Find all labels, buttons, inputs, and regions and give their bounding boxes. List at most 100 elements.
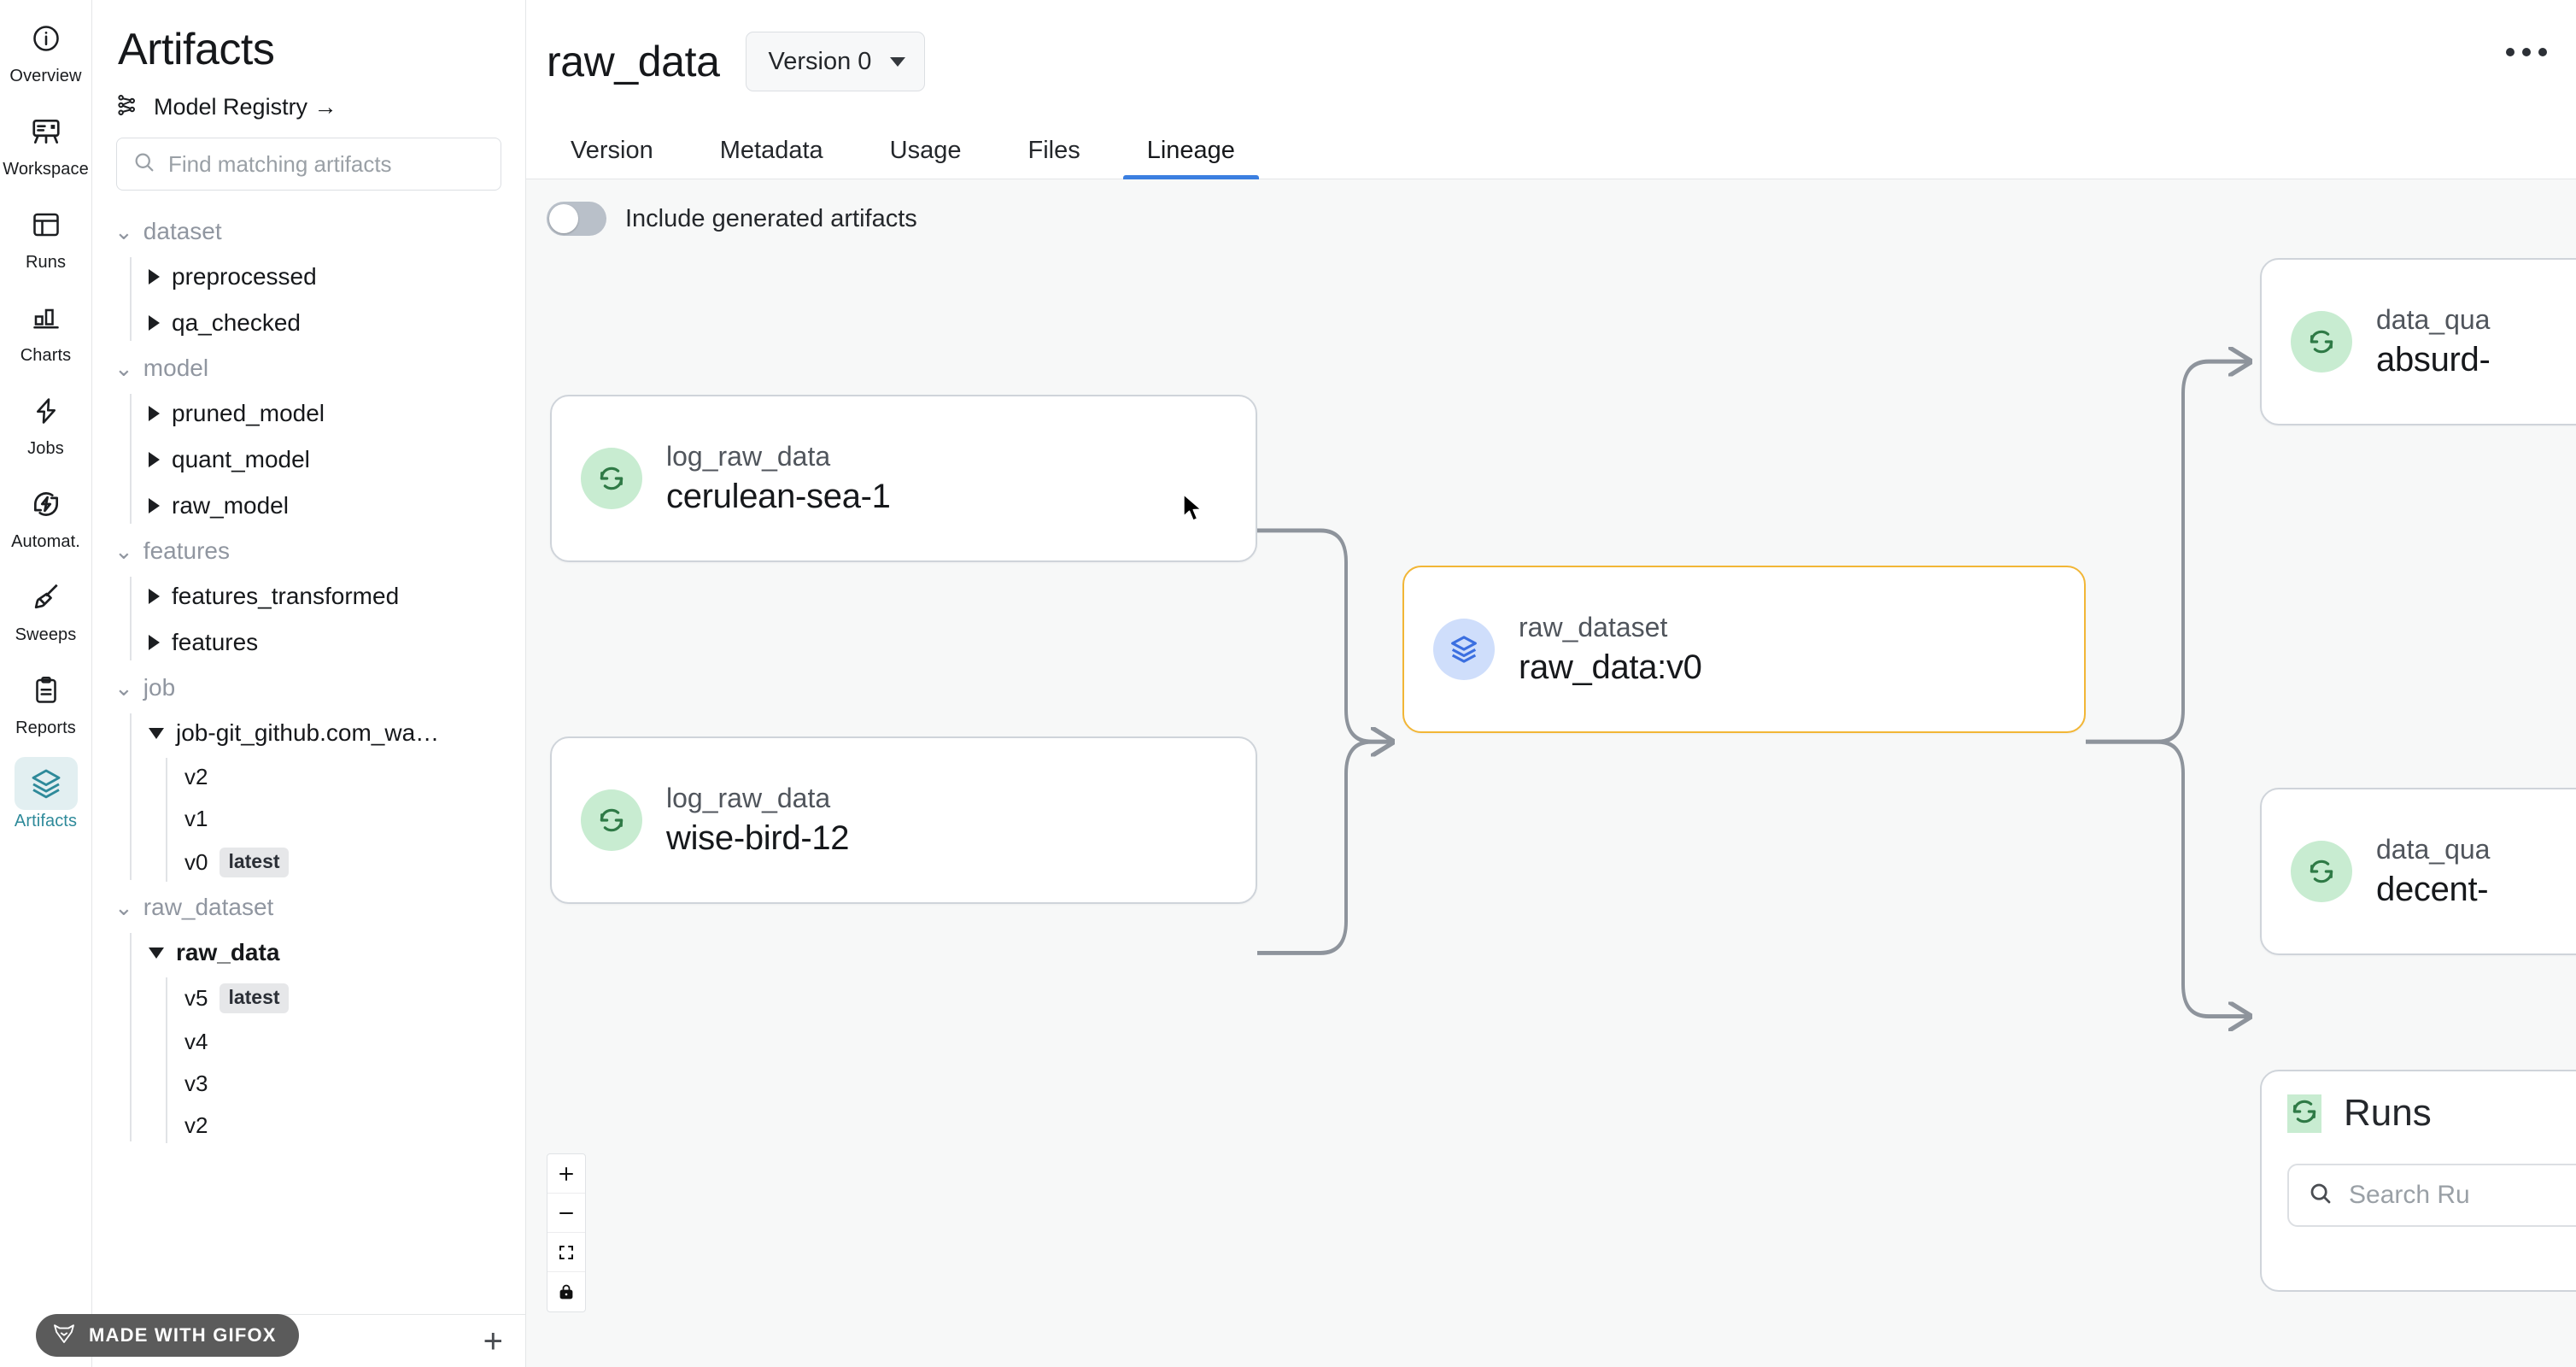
tree-item-features[interactable]: features (130, 619, 525, 666)
tree-item-quant-model[interactable]: quant_model (130, 437, 525, 483)
toggle-label: Include generated artifacts (625, 204, 917, 232)
artifact-header: raw_data Version 0 (526, 0, 2576, 123)
tree-item-features-transformed[interactable]: features_transformed (130, 573, 525, 619)
zoom-in-icon[interactable] (547, 1154, 585, 1194)
fit-view-icon[interactable] (547, 1233, 585, 1272)
chevron-right-icon (149, 635, 160, 650)
search-icon (2308, 1181, 2333, 1211)
page-title: Artifacts (118, 25, 275, 74)
artifact-search-box[interactable] (116, 138, 501, 191)
tab-version[interactable]: Version (571, 137, 653, 164)
version-item[interactable]: v5 latest (166, 976, 525, 1021)
node-texts: log_raw_data cerulean-sea-1 (666, 441, 891, 516)
node-name: cerulean-sea-1 (666, 478, 891, 515)
lineage-node-run[interactable]: log_raw_data wise-bird-12 (550, 736, 1257, 904)
tree-item-label: raw_model (172, 492, 289, 519)
rail-item-runs[interactable]: Runs (3, 198, 89, 273)
chevron-down-icon (149, 727, 164, 739)
version-label: v2 (184, 764, 208, 789)
tree-item-pruned-model[interactable]: pruned_model (130, 390, 525, 437)
tab-files[interactable]: Files (1027, 137, 1080, 164)
tree-group-job[interactable]: ⌄ job (92, 666, 525, 710)
tree-item-preprocessed[interactable]: preprocessed (130, 254, 525, 300)
rail-label: Overview (9, 67, 82, 85)
rail-item-jobs[interactable]: Jobs (3, 384, 89, 459)
tree-item-raw-data[interactable]: raw_data (130, 930, 525, 976)
node-texts: data_qua decent- (2376, 834, 2490, 909)
tree-group-raw-dataset[interactable]: ⌄ raw_dataset (92, 885, 525, 930)
runs-search-box[interactable]: Search Ru (2287, 1164, 2576, 1227)
add-artifact-button[interactable]: + (483, 1322, 503, 1360)
version-item[interactable]: v2 (166, 756, 525, 798)
tree-item-qa-checked[interactable]: qa_checked (130, 300, 525, 346)
tree-group-label: job (143, 674, 176, 701)
rail-label: Jobs (27, 439, 64, 458)
overflow-menu-button[interactable] (2506, 48, 2547, 56)
chevron-right-icon (149, 269, 160, 285)
include-generated-artifacts-toggle[interactable] (547, 202, 606, 236)
gifox-watermark: MADE WITH GIFOX (36, 1314, 299, 1357)
bar-chart-icon (15, 291, 78, 344)
rail-item-artifacts[interactable]: Artifacts (3, 757, 89, 831)
lineage-canvas[interactable]: log_raw_data cerulean-sea-1 log_raw_data… (526, 258, 2576, 1367)
version-item[interactable]: v0 latest (166, 840, 525, 885)
chevron-down-icon: ⌄ (114, 538, 133, 564)
version-item[interactable]: v3 (166, 1063, 525, 1105)
workspace-icon (15, 105, 78, 158)
artifact-tabs: Version Metadata Usage Files Lineage (526, 123, 2576, 179)
runs-panel-header: Runs (2287, 1092, 2576, 1135)
lineage-node-artifact-selected[interactable]: raw_dataset raw_data:v0 (1402, 566, 2086, 733)
version-label: v2 (184, 1112, 208, 1138)
tree-children-job: job-git_github.com_wa… v2 v1 v0 latest (130, 710, 525, 885)
rail-item-overview[interactable]: Overview (3, 12, 89, 86)
version-select[interactable]: Version 0 (745, 32, 926, 91)
left-nav-rail: Overview Workspace Runs (0, 0, 92, 1367)
tree-group-dataset[interactable]: ⌄ dataset (92, 209, 525, 254)
version-label: v1 (184, 806, 208, 831)
tree-group-features[interactable]: ⌄ features (92, 529, 525, 573)
tab-usage[interactable]: Usage (889, 137, 962, 164)
tree-group-model[interactable]: ⌄ model (92, 346, 525, 390)
fox-icon (51, 1321, 77, 1351)
version-item[interactable]: v2 (166, 1105, 525, 1147)
runs-panel[interactable]: Runs Search Ru (2260, 1070, 2576, 1292)
lineage-node-run[interactable]: data_qua decent- (2260, 788, 2576, 955)
rail-item-charts[interactable]: Charts (3, 291, 89, 366)
tree-item-label: features_transformed (172, 583, 400, 609)
tree-item-job-git[interactable]: job-git_github.com_wa… (130, 710, 525, 756)
artifact-layers-icon (1433, 619, 1495, 680)
model-registry-link[interactable]: Model Registry → (92, 84, 525, 132)
rail-item-sweeps[interactable]: Sweeps (3, 571, 89, 645)
tree-group-label: model (143, 355, 209, 381)
runs-search-placeholder: Search Ru (2349, 1181, 2470, 1209)
chevron-right-icon (149, 315, 160, 331)
lineage-toolbar: Include generated artifacts (526, 179, 2576, 258)
tree-group-label: raw_dataset (143, 894, 274, 920)
version-item[interactable]: v1 (166, 798, 525, 840)
automation-icon (15, 478, 78, 531)
tree-item-label: raw_data (176, 939, 280, 965)
tab-metadata[interactable]: Metadata (719, 137, 823, 164)
tree-item-label: features (172, 629, 259, 655)
table-icon (15, 198, 78, 251)
search-input[interactable] (168, 150, 485, 178)
broom-icon (15, 571, 78, 624)
layers-icon (14, 757, 78, 810)
lock-icon[interactable] (547, 1272, 585, 1311)
version-item[interactable]: v4 (166, 1021, 525, 1063)
rail-item-automations[interactable]: Automat. (3, 478, 89, 552)
version-label: v0 (184, 849, 208, 875)
rail-item-workspace[interactable]: Workspace (3, 105, 89, 179)
zoom-out-icon[interactable] (547, 1194, 585, 1233)
lineage-node-run[interactable]: log_raw_data cerulean-sea-1 (550, 395, 1257, 562)
latest-badge: latest (220, 983, 289, 1013)
chevron-down-icon (890, 56, 906, 67)
tree-children-features: features_transformed features (130, 573, 525, 666)
tab-lineage[interactable]: Lineage (1122, 137, 1260, 179)
tree-children-raw-dataset: raw_data v5 latest v4 v3 v2 (130, 930, 525, 1147)
run-icon (2291, 841, 2352, 902)
rail-item-reports[interactable]: Reports (3, 664, 89, 738)
node-texts: data_qua absurd- (2376, 304, 2491, 379)
lineage-node-run[interactable]: data_qua absurd- (2260, 258, 2576, 425)
tree-item-raw-model[interactable]: raw_model (130, 483, 525, 529)
